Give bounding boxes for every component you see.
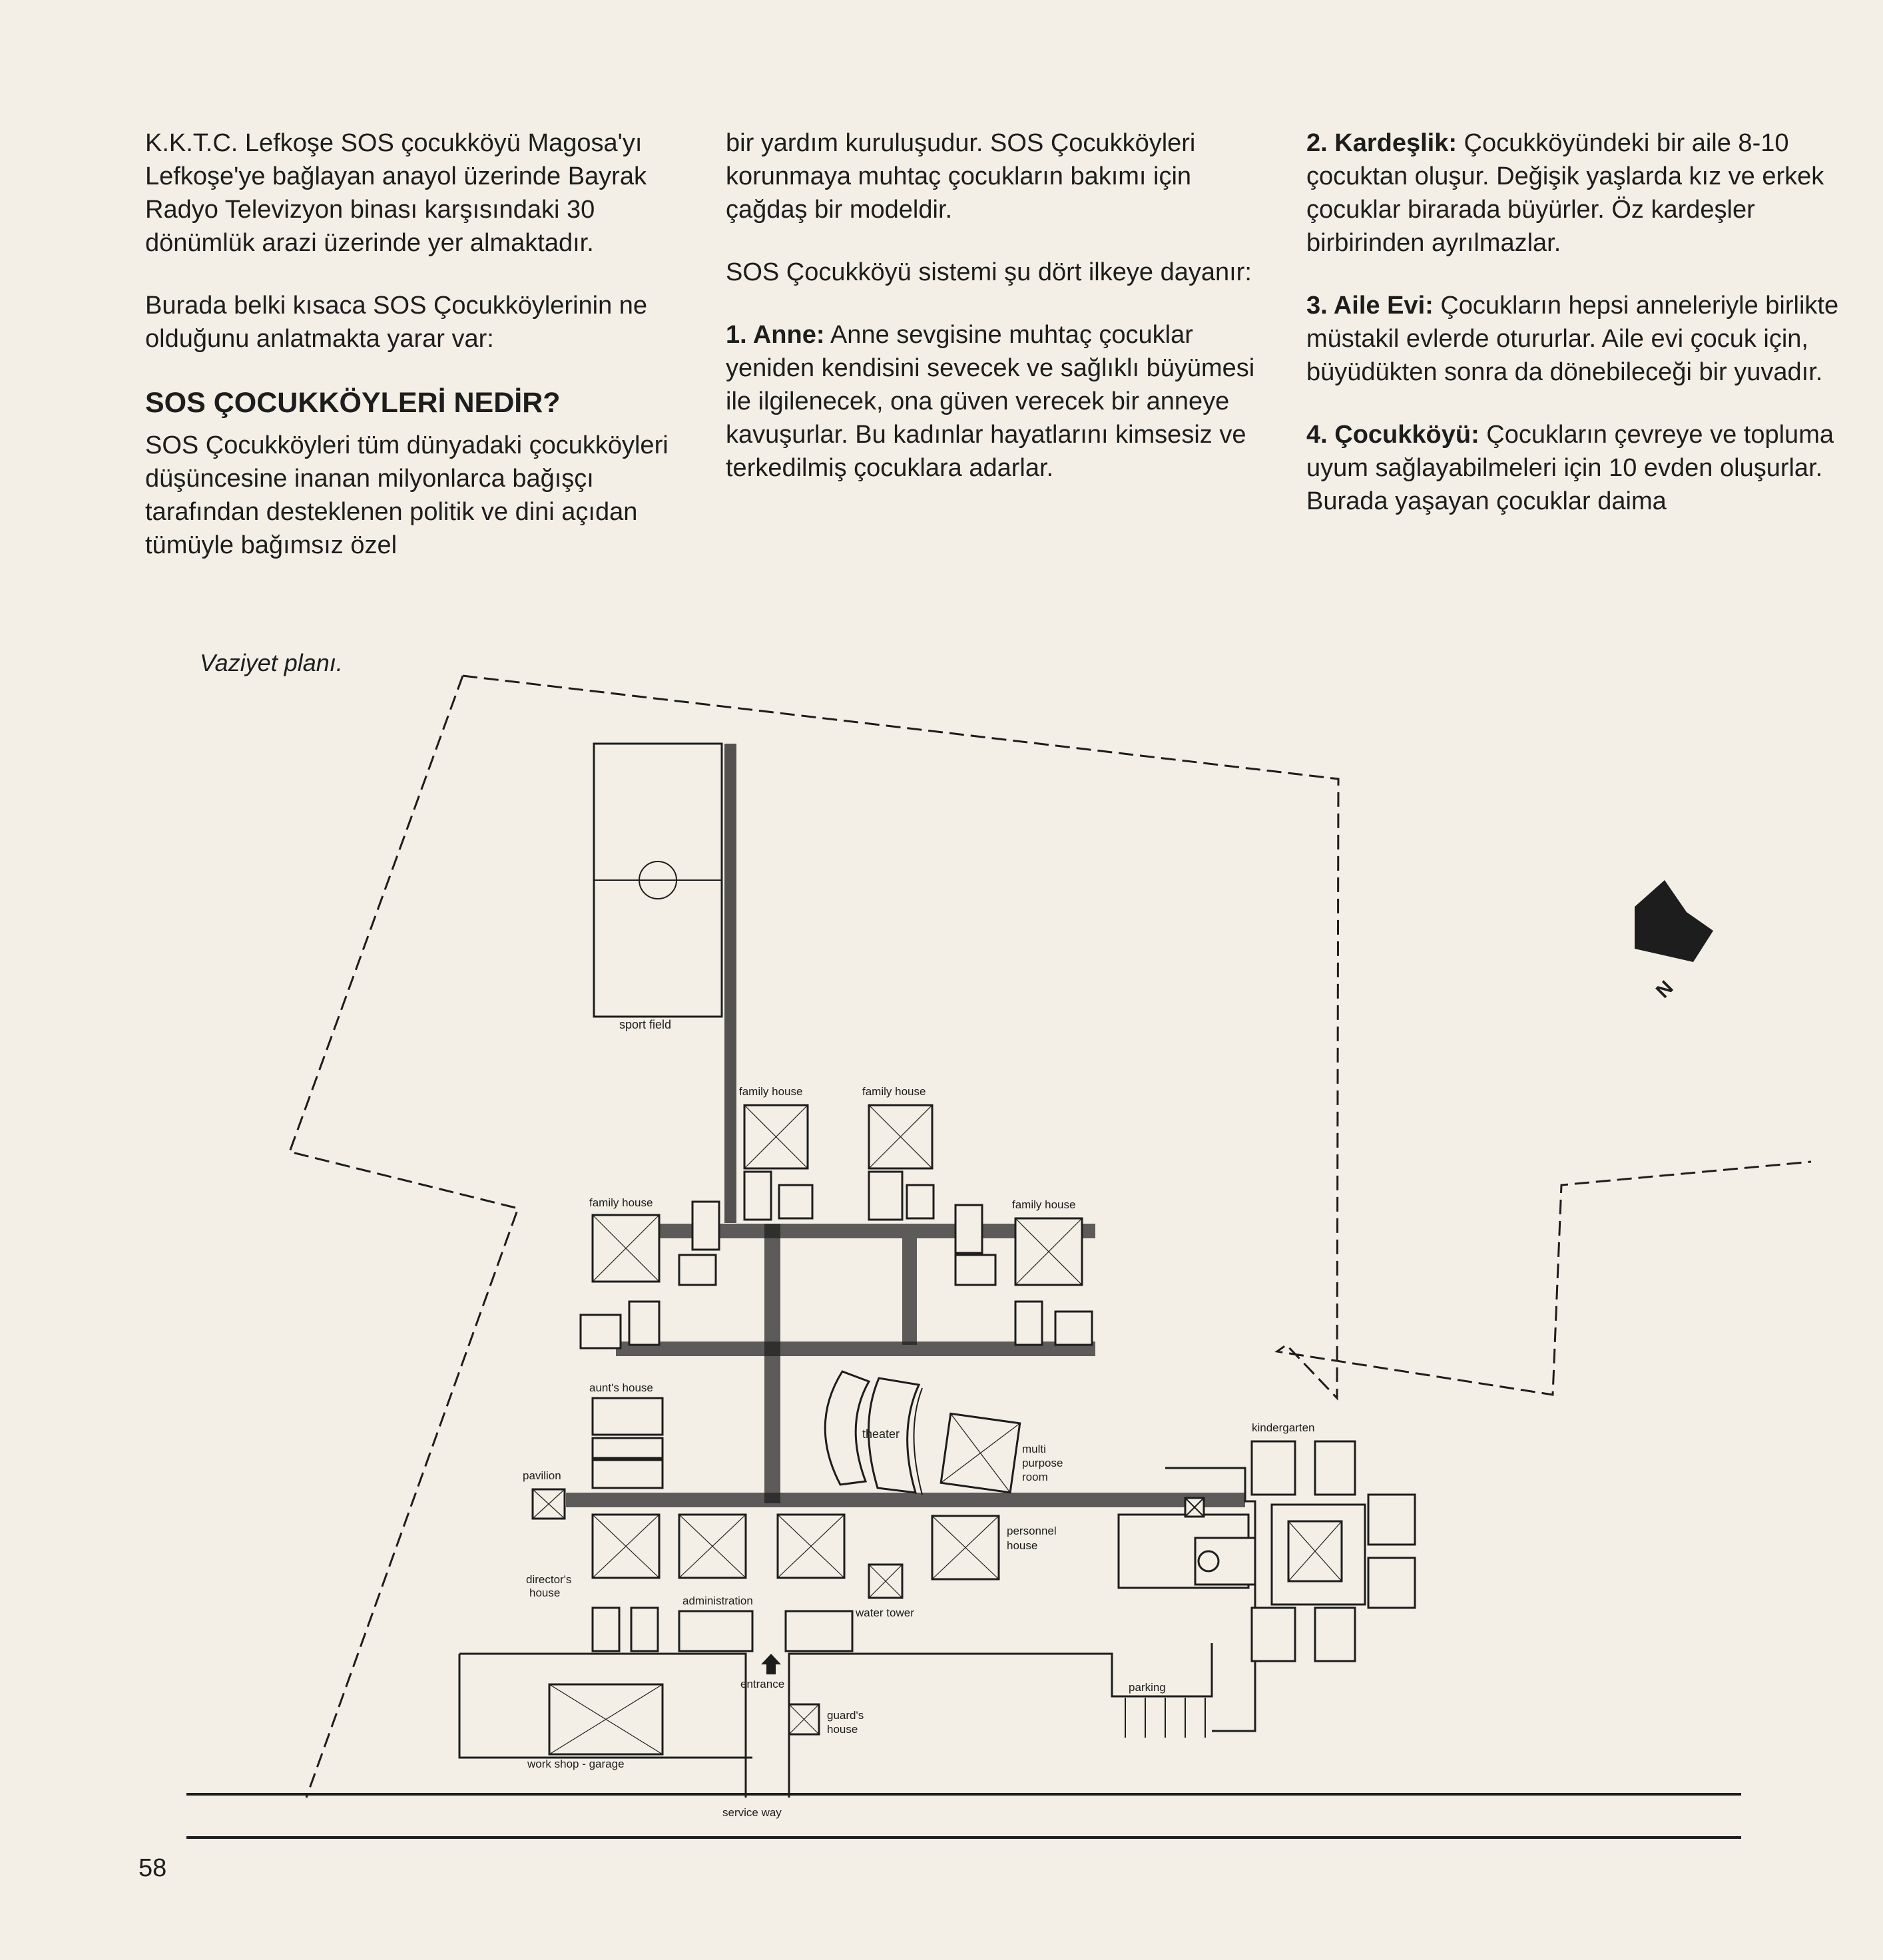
family-house-1: family house [739,1085,814,1221]
label-parking: parking [1129,1681,1166,1694]
label-family-house-1: family house [739,1085,802,1098]
principle-2-label: 2. Kardeşlik: [1306,129,1457,157]
site-boundary [462,674,1812,1401]
principle-4-text: Çocukların çevreye ve topluma uyum sağla… [1306,421,1834,515]
principle-3-text: Çocukların hepsi anneleriyle birlikte mü… [1306,292,1839,386]
directors-house: director's house [526,1573,659,1652]
label-multi: multi [1022,1443,1046,1455]
label-water-tower: water tower [855,1606,914,1619]
principle-3: 3. Aile Evi: Çocukların hepsi anneleriyl… [1306,289,1839,389]
label-sport-field: sport field [619,1018,671,1031]
access-road [788,1643,1213,1798]
text-column-2: bir yardım kuruluşudur. SOS Çocukköyleri… [726,126,1272,514]
label-administration: administration [682,1594,753,1607]
kindergarten: kindergarten [1117,1421,1416,1732]
section-heading: SOS ÇOCUKKÖYLERİ NEDİR? [145,387,561,419]
principle-2-text: Çocukköyündeki bir aile 8-10 çocuktan ol… [1306,129,1824,257]
entrance: entrance [740,1654,784,1690]
path-to-sport-field [724,744,736,1223]
administration: administration [591,1513,854,1652]
principle-3-label: 3. Aile Evi: [1306,292,1434,320]
text-column-1: K.K.T.C. Lefkoşe SOS çocukköyü Magosa'yı… [145,126,691,591]
intro-paragraph: K.K.T.C. Lefkoşe SOS çocukköyü Magosa'yı… [145,129,647,257]
label-aunts-house: aunt's house [589,1381,653,1394]
pavilion: pavilion [523,1469,566,1520]
walkway-east [902,1238,917,1345]
theater: theater [824,1370,923,1495]
guards-house: guard's house [788,1703,864,1736]
personnel-house: personnel house [931,1515,1057,1581]
aunts-house: aunt's house [589,1381,664,1489]
plan-caption: Vaziyet planı. [200,649,343,676]
family-house-4: family house [954,1198,1093,1346]
label-pavilion: pavilion [523,1469,561,1482]
label-workshop: work shop - garage [527,1758,625,1770]
entrance-arrow-icon [761,1654,781,1674]
label-entrance: entrance [740,1678,784,1690]
north-label: N [1651,976,1677,1002]
site-boundary-west [288,675,519,1798]
label-directors: director's [526,1573,571,1586]
text-column-3: 2. Kardeşlik: Çocukköyündeki bir aile 8-… [1306,126,1839,547]
label-guards: guard's [827,1709,864,1722]
access-road-west [459,1652,747,1798]
north-arrow: N [1635,880,1713,1002]
workshop-garage: work shop - garage [527,1683,664,1770]
label-service-way: service way [722,1806,782,1819]
multi-purpose-room: multi purpose room [940,1412,1063,1494]
access-road-outer [458,1654,752,1759]
principle-4-label: 4. Çocukköyü: [1306,421,1480,449]
label-purpose: purpose [1022,1457,1063,1469]
label-family-house-3: family house [589,1196,653,1209]
walkway-spine [764,1224,780,1503]
page-number: 58 [138,1854,167,1882]
label-family-house-2: family house [862,1085,926,1098]
label-kindergarten: kindergarten [1252,1421,1315,1434]
sport-field-center-circle [639,861,677,899]
parking: parking [1125,1681,1206,1738]
definition-paragraph: SOS Çocukköyleri tüm dünyadaki çocukköyl… [145,431,669,559]
label-personnel: personnel [1007,1525,1057,1537]
principle-1-label: 1. Anne: [726,321,825,349]
principle-1-text: Anne sevgisine muhtaç çocuklar yeniden k… [726,321,1255,482]
lead-paragraph: Burada belki kısaca SOS Çocukköylerinin … [145,292,648,353]
label-guards-house: house [827,1723,858,1736]
label-directors-house: house [529,1587,560,1599]
principles-intro: SOS Çocukköyü sistemi şu dört ilkeye day… [726,258,1252,286]
principle-1: 1. Anne: Anne sevgisine muhtaç çocuklar … [726,318,1272,485]
label-room: room [1022,1471,1048,1483]
walkway-mid [616,1342,1095,1356]
walkway-south [566,1493,1245,1507]
family-house-2: family house [862,1085,935,1221]
principle-2: 2. Kardeşlik: Çocukköyündeki bir aile 8-… [1306,126,1839,260]
water-tower: water tower [855,1563,914,1619]
label-theater: theater [862,1427,900,1441]
label-family-house-4: family house [1012,1198,1075,1211]
label-personnel-house: house [1007,1539,1037,1552]
family-house-3: family house [579,1196,720,1349]
north-arrow-icon [1635,880,1713,962]
principle-4: 4. Çocukköyü: Çocukların çevreye ve topl… [1306,418,1839,518]
continuation-paragraph: bir yardım kuruluşudur. SOS Çocukköyleri… [726,129,1196,224]
